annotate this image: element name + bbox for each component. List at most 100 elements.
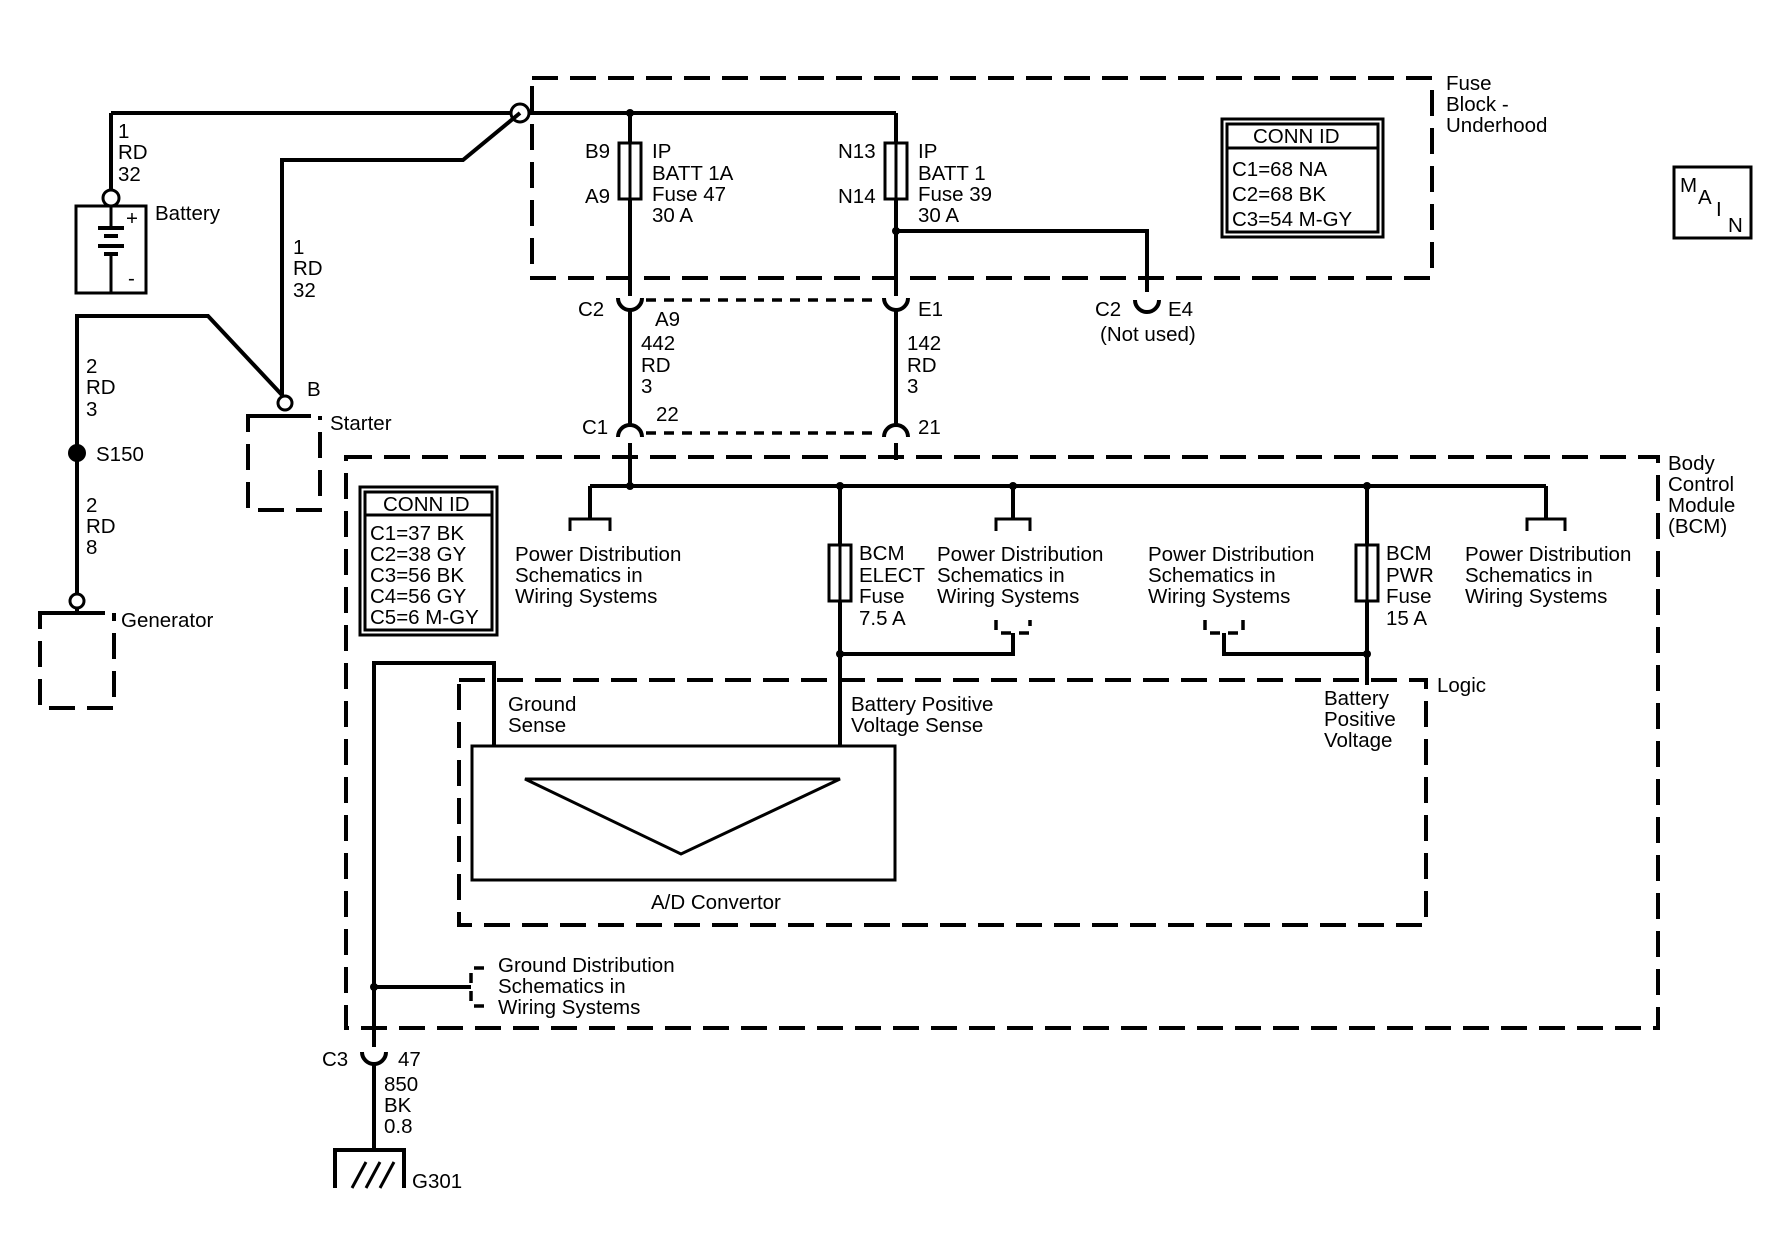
battery-wire-circuit: 1: [118, 120, 129, 143]
bcm-pwr-fuse-label: PWR: [1386, 564, 1434, 587]
fuse-47-label: IP: [652, 140, 671, 163]
connector-c3-name: C3: [322, 1048, 348, 1071]
power-dist-stub-4: [1525, 517, 1567, 531]
fuse-block-conn-id-row: C2=68 BK: [1232, 183, 1326, 206]
ground-g301-label: G301: [412, 1170, 462, 1193]
fuse-block-conn-id-title: CONN ID: [1253, 125, 1340, 148]
connector-c2-e4-symbol: [1133, 299, 1161, 314]
fuse-39-label: Fuse 39: [918, 183, 992, 206]
logic-label: Logic: [1437, 674, 1486, 697]
battery-label: Battery: [155, 202, 221, 225]
fuse-47-label: BATT 1A: [652, 162, 734, 185]
fuse-47-pin-bottom: A9: [585, 185, 610, 208]
power-dist-label-1: Wiring Systems: [515, 585, 657, 608]
ground-wire-gauge: 0.8: [384, 1115, 413, 1138]
wire-442-gauge: 3: [641, 375, 652, 398]
fuse-39-pin-bottom: N14: [838, 185, 876, 208]
bcm-conn-id-row: C5=6 M-GY: [370, 606, 479, 629]
connector-c2-e4-note: (Not used): [1100, 323, 1196, 346]
connector-c2-pin: A9: [655, 308, 680, 331]
bcm-elect-fuse-label: Fuse: [859, 585, 905, 608]
starter-symbol: [246, 414, 322, 512]
ad-convertor-symbol: [470, 744, 897, 882]
fuse-block-boundary: [530, 76, 1434, 280]
power-dist-label-2: Wiring Systems: [937, 585, 1079, 608]
batt-pos-voltage-label: Battery: [1324, 687, 1390, 710]
power-dist-stub-3-out: [1203, 620, 1245, 635]
main-badge-n: N: [1728, 214, 1743, 237]
starter-terminal-b: B: [307, 378, 321, 401]
generator-wire-upper-circuit: 2: [86, 355, 97, 378]
fuse-39-label: BATT 1: [918, 162, 986, 185]
generator-wire-upper-color: RD: [86, 376, 116, 399]
starter-wire-gauge: 32: [293, 279, 316, 302]
fuse-block-conn-id-table: CONN ID C1=68 NA C2=68 BK C3=54 M-GY: [1220, 117, 1385, 239]
ground-wire-color: BK: [384, 1094, 412, 1117]
connector-c2-a9-symbol: [616, 297, 644, 312]
fuse-39-label: IP: [918, 140, 937, 163]
logic-boundary: [457, 678, 1428, 927]
connector-c3-symbol: [360, 1051, 388, 1066]
bcm-conn-id-title: CONN ID: [383, 493, 470, 516]
bcm-pwr-fuse-label: Fuse: [1386, 585, 1432, 608]
fuse-47-pin-top: B9: [585, 140, 610, 163]
connector-c1-pin-21: 21: [918, 416, 941, 439]
batt-pos-voltage-label: Voltage: [1324, 729, 1392, 752]
connector-e1-pin: E1: [918, 298, 943, 321]
power-dist-label-3: Schematics in: [1148, 564, 1276, 587]
starter-wire-color: RD: [293, 257, 323, 280]
fuse-39-pin-top: N13: [838, 140, 876, 163]
power-dist-label-3: Wiring Systems: [1148, 585, 1290, 608]
connector-c2-e4-pin: E4: [1168, 298, 1193, 321]
wire-442-color: RD: [641, 354, 671, 377]
power-dist-stub-2-out: [994, 620, 1032, 635]
bcm-title-line-1: Body: [1668, 452, 1715, 475]
power-dist-label-2: Schematics in: [937, 564, 1065, 587]
fuse-47-label: Fuse 47: [652, 183, 726, 206]
connector-c1-22-symbol: [616, 423, 644, 438]
batt-pos-voltage-label: Positive: [1324, 708, 1396, 731]
ground-dist-label: Wiring Systems: [498, 996, 640, 1019]
battery-wire-color: RD: [118, 141, 148, 164]
generator-wire-upper-gauge: 3: [86, 398, 97, 421]
splice-s150: [68, 444, 86, 462]
ground-sense-label: Ground: [508, 693, 576, 716]
power-dist-label-3: Power Distribution: [1148, 543, 1314, 566]
ground-dist-label: Ground Distribution: [498, 954, 675, 977]
power-dist-label-4: Wiring Systems: [1465, 585, 1607, 608]
bcm-elect-fuse-label: 7.5 A: [859, 607, 906, 630]
wire-442-circuit: 442: [641, 332, 675, 355]
fuse-block-title-line-1: Fuse: [1446, 72, 1492, 95]
main-badge-i: I: [1716, 198, 1722, 221]
connector-e1-symbol: [882, 297, 910, 312]
battery-wire-gauge: 32: [118, 163, 141, 186]
bcm-conn-id-row: C4=56 GY: [370, 585, 467, 608]
battery-positive-sign: +: [126, 207, 138, 230]
power-dist-label-1: Power Distribution: [515, 543, 681, 566]
batt-pos-sense-label: Battery Positive: [851, 693, 993, 716]
bcm-pwr-fuse-label: BCM: [1386, 542, 1432, 565]
wire-142-gauge: 3: [907, 375, 918, 398]
bcm-elect-fuse-label: ELECT: [859, 564, 926, 587]
ground-sense-label: Sense: [508, 714, 566, 737]
connector-c1-21-symbol: [882, 423, 910, 438]
ground-g301-symbol: [333, 1148, 406, 1188]
fuse-block-title-line-3: Underhood: [1446, 114, 1547, 137]
fuse-39-label: 30 A: [918, 204, 959, 227]
splice-s150-label: S150: [96, 443, 144, 466]
ground-dist-label: Schematics in: [498, 975, 626, 998]
main-badge-m: M: [1680, 174, 1697, 197]
power-dist-stub-1: [568, 517, 612, 531]
generator-wire-lower-color: RD: [86, 515, 116, 538]
bcm-title-line-4: (BCM): [1668, 515, 1727, 538]
generator-wire-lower-circuit: 2: [86, 494, 97, 517]
fuse-block-conn-id-row: C3=54 M-GY: [1232, 208, 1353, 231]
bcm-conn-id-row: C2=38 GY: [370, 543, 467, 566]
wire-142-circuit: 142: [907, 332, 941, 355]
batt-pos-sense-label: Voltage Sense: [851, 714, 983, 737]
generator-label: Generator: [121, 609, 213, 632]
bcm-title-line-3: Module: [1668, 494, 1735, 517]
connector-c2-name: C2: [578, 298, 604, 321]
fuse-47-label: 30 A: [652, 204, 693, 227]
ground-dist-stub: [469, 966, 484, 1008]
